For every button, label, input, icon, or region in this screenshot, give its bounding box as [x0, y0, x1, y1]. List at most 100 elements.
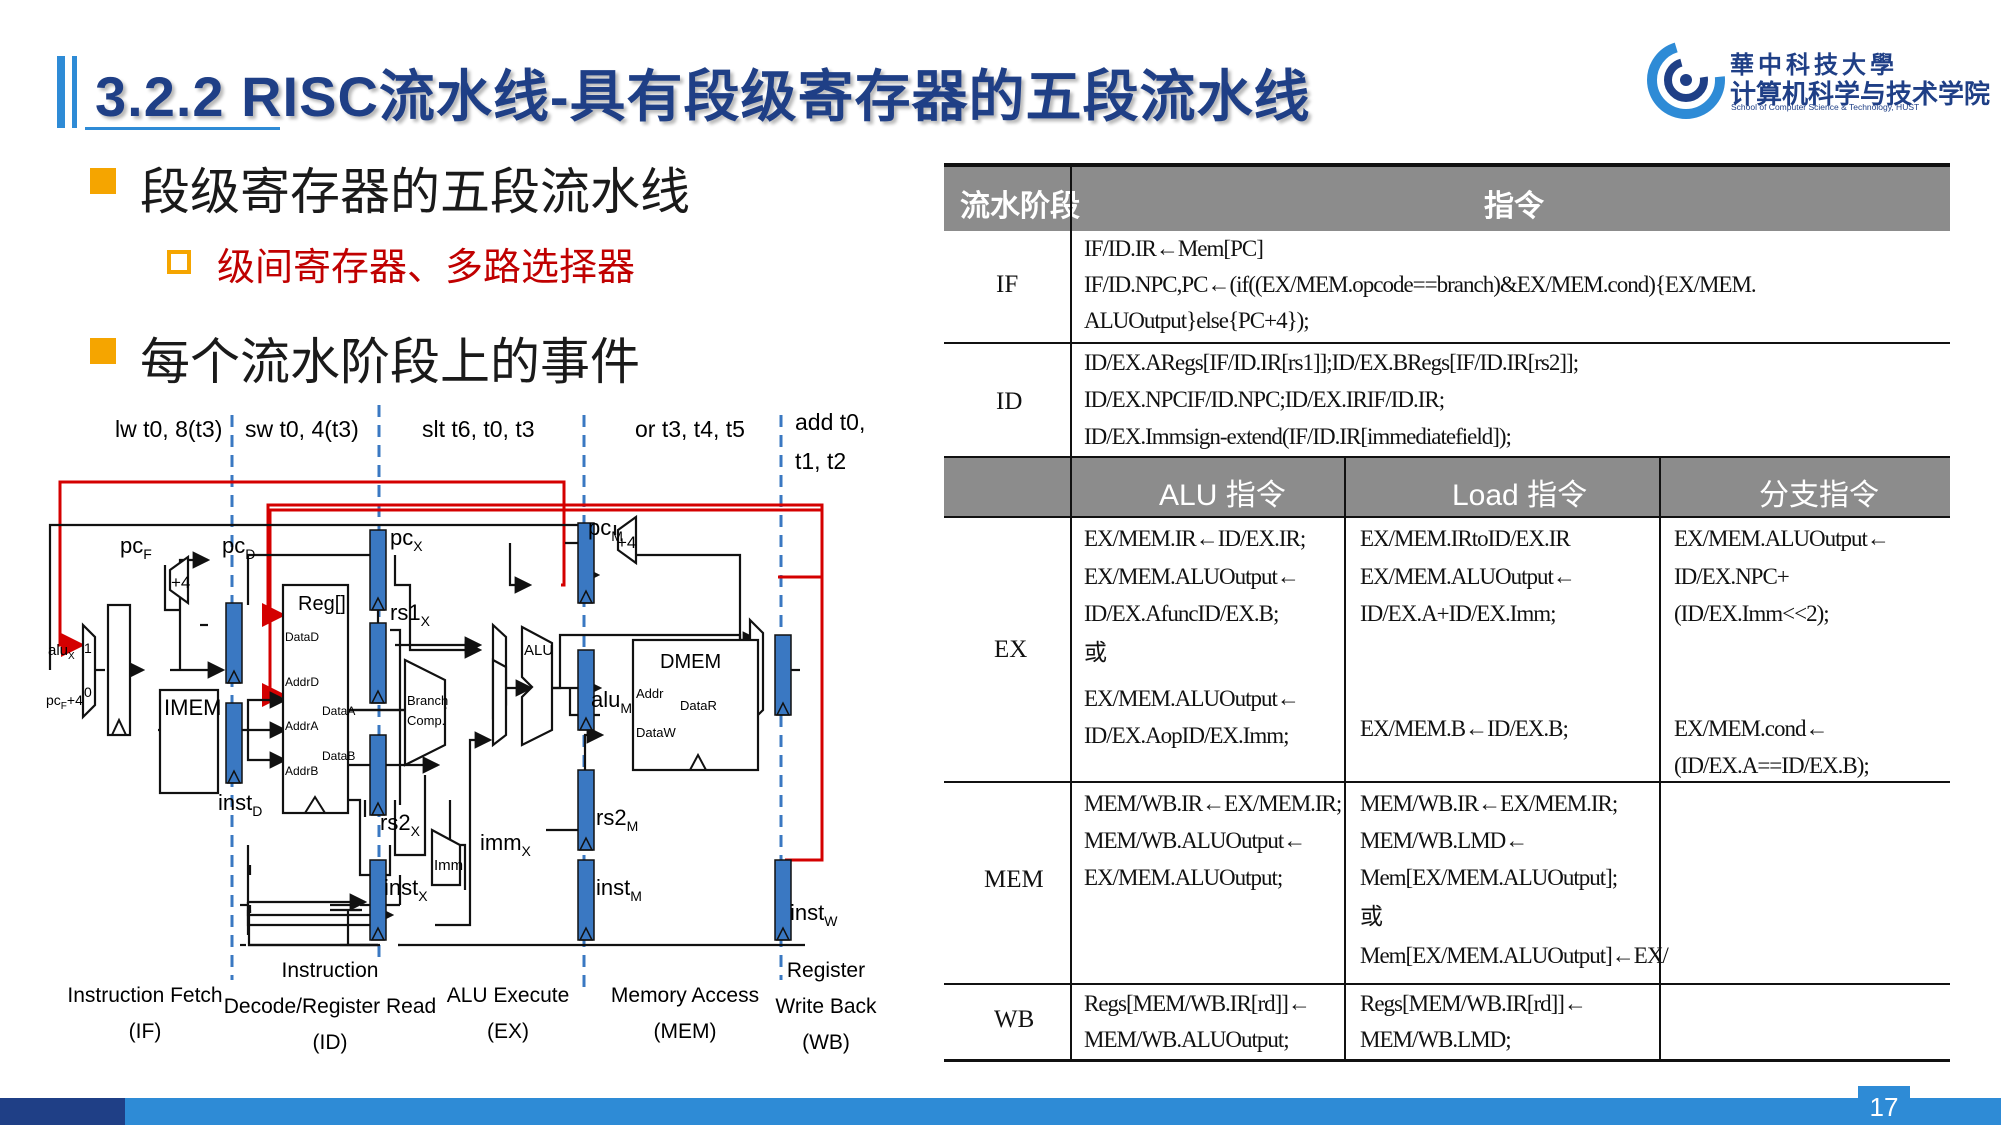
- ex-load-1: EX/MEM.IRtoID/EX.IR: [1360, 526, 1571, 551]
- datad-label: DataD: [285, 630, 319, 644]
- bullet-square: [90, 338, 116, 364]
- table-bottom-rule: [944, 1059, 1950, 1062]
- dataa-label: DataA: [322, 704, 355, 718]
- logo-university-name: 華中科技大學: [1730, 50, 1898, 79]
- branch-label: Branch: [407, 693, 448, 708]
- id-line-2: ID/EX.NPCIF/ID.NPC;ID/EX.IRIF/ID.IR;: [1084, 387, 1445, 412]
- diagram-instr-4: or t3, t4, t5: [635, 416, 745, 442]
- rs2m-label: rs2M: [596, 805, 638, 834]
- stage-if-name: Instruction Fetch: [67, 984, 222, 1007]
- ex-alu-2: EX/MEM.ALUOutput←: [1084, 564, 1300, 589]
- if-line-1: IF/ID.IR←Mem[PC]: [1084, 236, 1264, 261]
- ex-load-3: ID/EX.A+ID/EX.Imm;: [1360, 601, 1557, 626]
- page-number: 17: [1858, 1086, 1910, 1125]
- stage-mem-abbr: (MEM): [654, 1020, 717, 1043]
- bullet-1-sub: 级间寄存器、多路选择器: [217, 247, 636, 289]
- imem-block: [158, 688, 220, 795]
- sub-bullet-square: [167, 250, 191, 274]
- ex-alu-6: ID/EX.AopID/EX.Imm;: [1084, 723, 1290, 748]
- diagram-instr-2: sw t0, 4(t3): [245, 416, 359, 442]
- diagram-instr-3: slt t6, t0, t3: [422, 416, 535, 442]
- bullet-2: 每个流水阶段上的事件: [140, 334, 640, 390]
- addrb-label: AddrB: [285, 764, 318, 778]
- title-underline: [85, 127, 280, 130]
- pipeline-events-table: 流水阶段 指令 IF IF/ID.IR←Mem[PC] IF/ID.NPC,PC…: [944, 163, 1950, 1063]
- mem-alu-2: MEM/WB.ALUOutput←: [1084, 828, 1306, 853]
- mem-load-4: 或: [1360, 904, 1383, 929]
- dataw-label: DataW: [636, 725, 676, 740]
- subheader-load: Load 指令: [1452, 479, 1588, 512]
- if-line-2: IF/ID.NPC,PC←(if((EX/MEM.opcode==branch)…: [1084, 272, 1757, 297]
- stage-mem: MEM: [984, 866, 1044, 893]
- stage-ex-name: ALU Execute: [447, 984, 570, 1007]
- ex-branch-3: (ID/EX.Imm<<2);: [1674, 601, 1830, 626]
- pcf4-label: pcF+4: [46, 692, 83, 712]
- ex-alu-3: ID/EX.AfuncID/EX.B;: [1084, 601, 1279, 626]
- mem-load-3: Mem[EX/MEM.ALUOutput];: [1360, 865, 1618, 890]
- alum-label: aluM: [591, 687, 632, 716]
- wb-alu-1: Regs[MEM/WB.IR[rd]]←: [1084, 991, 1311, 1016]
- mux-1-label: 1: [84, 640, 92, 656]
- table-header-bg: [944, 167, 1950, 231]
- addrd-label: AddrD: [285, 675, 319, 689]
- alu-unit: [520, 625, 554, 747]
- wb-alu-2: MEM/WB.ALUOutput;: [1084, 1027, 1290, 1052]
- footer-bar: [125, 1098, 2001, 1125]
- ex-branch-1: EX/MEM.ALUOutput←: [1674, 526, 1890, 551]
- pipeline-diagram: lw t0, 8(t3) sw t0, 4(t3) slt t6, t0, t3…: [46, 405, 877, 1054]
- if-line-3: ALUOutput}else{PC+4});: [1084, 308, 1310, 333]
- mem-load-5: Mem[EX/MEM.ALUOutput]←EX/: [1360, 943, 1669, 968]
- col-rule: [1070, 167, 1072, 1059]
- stage-id-name-1: Instruction: [282, 959, 379, 982]
- mem-alu-1: MEM/WB.IR←EX/MEM.IR;: [1084, 791, 1342, 816]
- instx-label: instX: [384, 875, 428, 904]
- plus4-mem-label: +4: [617, 533, 636, 552]
- stage-ex: EX: [994, 636, 1028, 663]
- subheader-branch: 分支指令: [1759, 479, 1879, 512]
- logo-school-english: School of Computer Science & Technology,…: [1731, 102, 1920, 112]
- ex-branch-5: (ID/EX.A==ID/EX.B);: [1674, 753, 1870, 778]
- bullet-square: [90, 168, 116, 194]
- header-stage: 流水阶段: [960, 190, 1080, 223]
- row-rule: [944, 983, 1950, 985]
- diagram-instr-5a: add t0,: [795, 409, 865, 435]
- alu-label: ALU: [524, 642, 553, 659]
- dmem-block: [631, 638, 760, 772]
- pcf-label: pcF: [120, 533, 152, 562]
- mux-0-label: 0: [84, 684, 92, 700]
- logo-school-name: 计算机科学与技术学院: [1730, 79, 1991, 109]
- diagram-instr-5b: t1, t2: [795, 448, 846, 474]
- header-instruction: 指令: [1484, 190, 1544, 223]
- mem-load-2: MEM/WB.LMD←: [1360, 828, 1528, 853]
- immx-label: immX: [480, 830, 532, 859]
- subheader-bg: [944, 458, 1950, 516]
- col-rule: [1659, 458, 1661, 1059]
- reg-label: Reg[]: [298, 593, 346, 615]
- stage-ex-abbr: (EX): [487, 1020, 529, 1043]
- stage-wb-abbr: (WB): [802, 1031, 850, 1054]
- pcd-label: pcD: [222, 533, 255, 562]
- subheader-alu: ALU 指令: [1159, 479, 1286, 512]
- stage-wb-name-2: Write Back: [775, 995, 877, 1018]
- table-top-rule: [944, 163, 1950, 167]
- stage-id-name-2: Decode/Register Read: [224, 995, 436, 1018]
- pcm-label: pcM: [588, 515, 623, 544]
- plus4-if-label: +4: [171, 573, 190, 592]
- row-rule: [944, 516, 1950, 518]
- instd-label: instD: [218, 790, 262, 819]
- imm-gen: [430, 828, 462, 887]
- id-line-3: ID/EX.Immsign-extend(IF/ID.IR[immediatef…: [1084, 424, 1512, 449]
- pc-register: [106, 603, 132, 737]
- imem-label: IMEM: [164, 695, 221, 720]
- pcx-label: pcX: [390, 525, 423, 554]
- stage-if-abbr: (IF): [129, 1020, 162, 1043]
- wb-load-1: Regs[MEM/WB.IR[rd]]←: [1360, 991, 1587, 1016]
- stage-mem-name: Memory Access: [611, 984, 759, 1007]
- row-rule: [944, 342, 1950, 344]
- branch-comparator: [403, 658, 447, 767]
- stage-if: IF: [996, 271, 1019, 298]
- instm-label: instM: [596, 875, 642, 904]
- wb-load-2: MEM/WB.LMD;: [1360, 1027, 1512, 1052]
- ex-branch-4: EX/MEM.cond←: [1674, 716, 1828, 741]
- alux-label: aluX: [48, 642, 75, 662]
